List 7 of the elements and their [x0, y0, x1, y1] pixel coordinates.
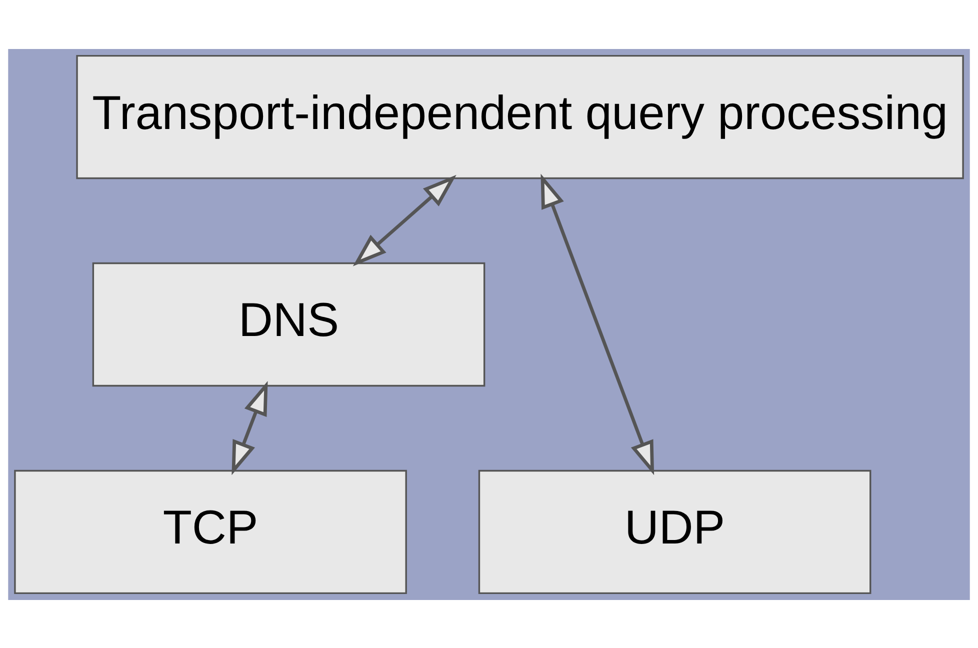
node-box: DNS: [92, 262, 486, 386]
arrow: [540, 173, 654, 475]
node-box: UDP: [478, 469, 872, 594]
arrow: [352, 174, 456, 266]
node-box: Transport-independent query processing: [76, 54, 964, 179]
node-box: TCP: [14, 469, 407, 594]
arrow: [232, 380, 268, 475]
